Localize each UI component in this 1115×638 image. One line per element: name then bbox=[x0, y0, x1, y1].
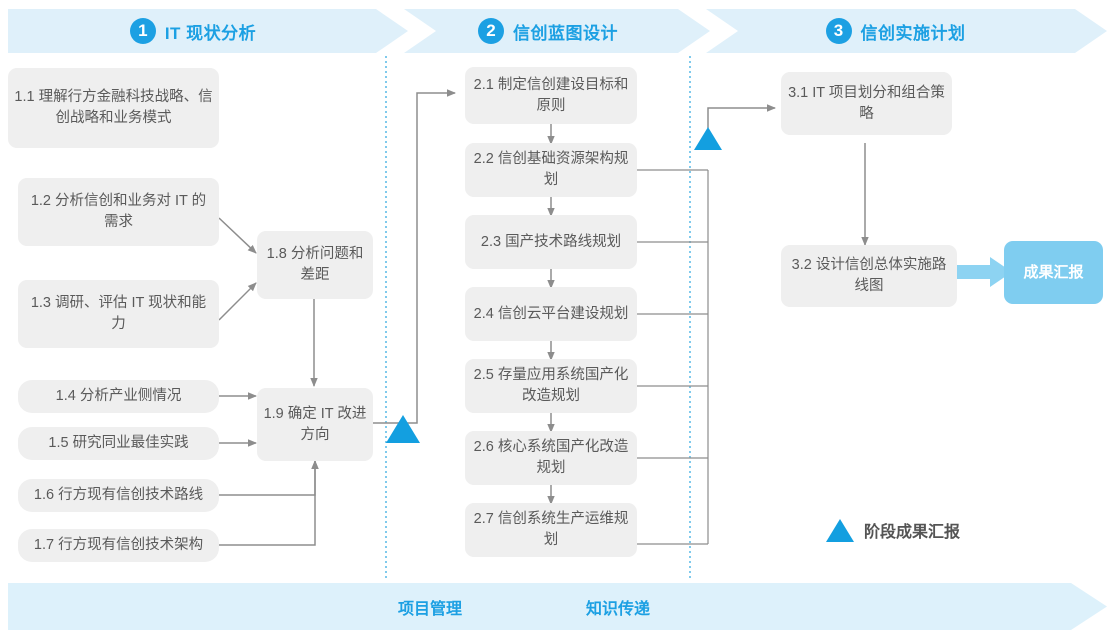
process-box-1-5[interactable]: 1.5 研究同业最佳实践 bbox=[18, 427, 219, 460]
process-box-2-2[interactable]: 2.2 信创基础资源架构规划 bbox=[465, 143, 637, 197]
process-box-1-2[interactable]: 1.2 分析信创和业务对 IT 的需求 bbox=[18, 178, 219, 246]
link-1-6-to-1-9 bbox=[219, 460, 319, 496]
process-box-1-4[interactable]: 1.4 分析产业侧情况 bbox=[18, 380, 219, 413]
link-1-7-to-1-9 bbox=[219, 460, 319, 546]
process-box-2-3[interactable]: 2.3 国产技术路线规划 bbox=[465, 215, 637, 269]
milestone-triangle-phase2 bbox=[694, 127, 722, 150]
process-box-1-7[interactable]: 1.7 行方现有信创技术架构 bbox=[18, 529, 219, 562]
phase-number-badge-2: 2 bbox=[478, 18, 504, 44]
process-box-3-1[interactable]: 3.1 IT 项目划分和组合策略 bbox=[781, 72, 952, 135]
process-box-1-1[interactable]: 1.1 理解行方金融科技战略、信创战略和业务模式 bbox=[8, 68, 219, 148]
milestone-triangle-phase1 bbox=[386, 415, 420, 443]
bottom-banner: 项目管理 知识传递 bbox=[8, 583, 1107, 630]
phase-title-2: 信创蓝图设计 bbox=[513, 23, 618, 43]
process-box-2-4[interactable]: 2.4 信创云平台建设规划 bbox=[465, 287, 637, 341]
link-1-3-to-1-8 bbox=[218, 282, 257, 321]
result-box[interactable]: 成果汇报 bbox=[1004, 241, 1103, 304]
legend-label: 阶段成果汇报 bbox=[864, 524, 961, 541]
bottom-banner-item-2: 知识传递 bbox=[586, 600, 651, 618]
process-box-3-2[interactable]: 3.2 设计信创总体实施路线图 bbox=[781, 245, 957, 307]
process-box-1-9[interactable]: 1.9 确定 IT 改进方向 bbox=[257, 388, 373, 461]
phase-banner-1: 1 IT 现状分析 bbox=[8, 9, 408, 53]
process-box-2-6[interactable]: 2.6 核心系统国产化改造规划 bbox=[465, 431, 637, 485]
phase-number-badge-3: 3 bbox=[825, 18, 852, 44]
process-box-2-1[interactable]: 2.1 制定信创建设目标和原则 bbox=[465, 67, 637, 124]
link-bus-to-3-1 bbox=[707, 104, 776, 128]
phase-number-badge-1: 1 bbox=[129, 18, 156, 44]
triangle-up-icon bbox=[826, 518, 854, 542]
process-box-2-7[interactable]: 2.7 信创系统生产运维规划 bbox=[465, 503, 637, 557]
process-box-1-6[interactable]: 1.6 行方现有信创技术路线 bbox=[18, 479, 219, 512]
phase-banner-3: 3 信创实施计划 bbox=[706, 9, 1107, 53]
result-arrow-icon bbox=[957, 257, 1012, 287]
legend: 阶段成果汇报 bbox=[826, 518, 960, 542]
process-box-2-5[interactable]: 2.5 存量应用系统国产化改造规划 bbox=[465, 359, 637, 413]
phase-title-3: 信创实施计划 bbox=[860, 23, 966, 43]
link-1-2-to-1-8 bbox=[218, 217, 257, 254]
phase-title-1: IT 现状分析 bbox=[164, 23, 257, 43]
phase-banner-2: 2 信创蓝图设计 bbox=[404, 9, 710, 53]
process-box-1-3[interactable]: 1.3 调研、评估 IT 现状和能力 bbox=[18, 280, 219, 348]
process-box-1-8[interactable]: 1.8 分析问题和差距 bbox=[257, 231, 373, 299]
bottom-banner-item-1: 项目管理 bbox=[398, 600, 463, 618]
